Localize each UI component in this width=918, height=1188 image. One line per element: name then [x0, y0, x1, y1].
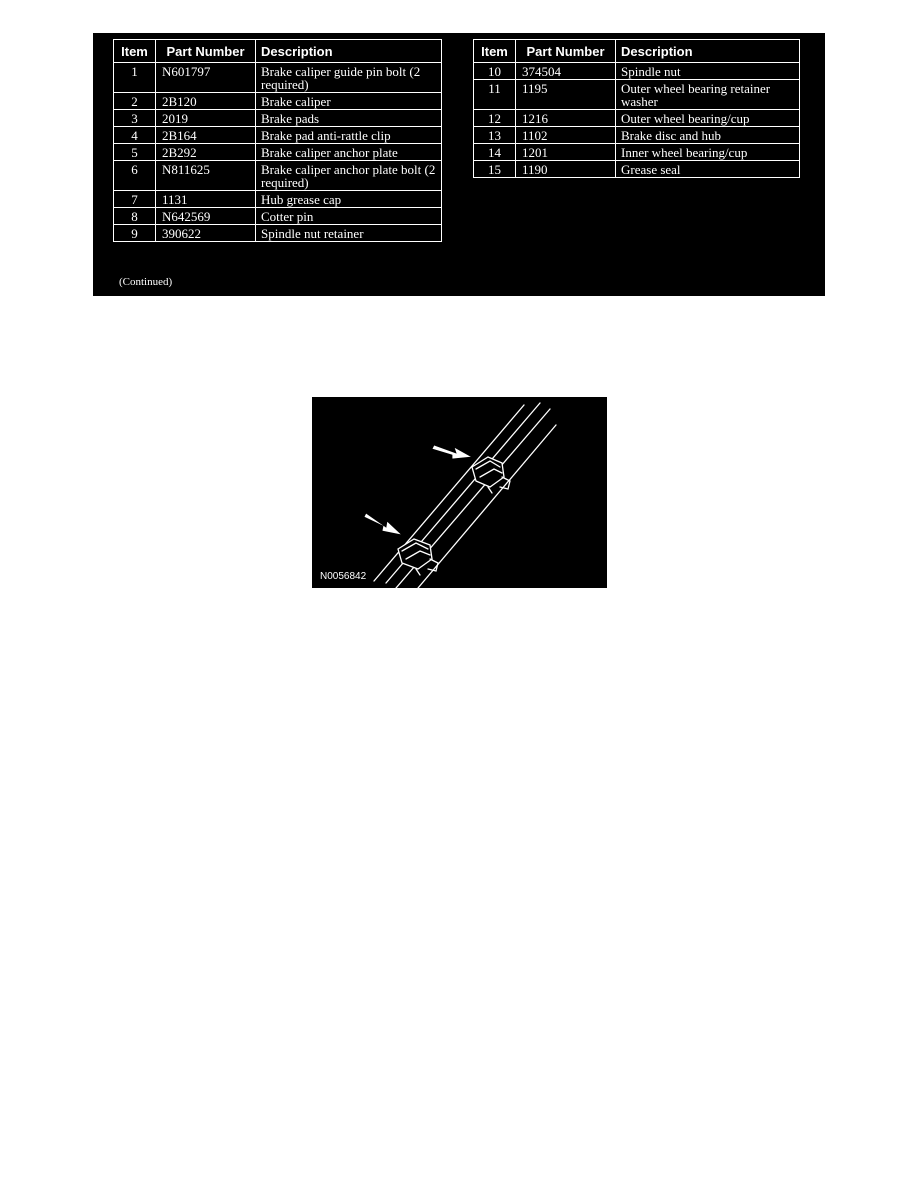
arrow-icon [363, 512, 404, 536]
part-number-cell: N811625 [155, 160, 256, 191]
item-cell: 5 [113, 143, 156, 161]
description-cell: Brake caliper [255, 92, 442, 110]
table-header-row: Item Part Number Description [473, 39, 800, 63]
part-number-cell: 1102 [515, 126, 616, 144]
part-number-cell: N642569 [155, 207, 256, 225]
brake-line-illustration [363, 402, 557, 588]
brake-line-clip-figure: N0056842 [312, 397, 607, 588]
part-number-cell: 390622 [155, 224, 256, 242]
part-number-cell: 1195 [515, 79, 616, 110]
description-cell: Brake pad anti-rattle clip [255, 126, 442, 144]
description-cell: Cotter pin [255, 207, 442, 225]
item-cell: 4 [113, 126, 156, 144]
description-cell: Outer wheel bearing retainer washer [615, 79, 800, 110]
description-cell: Brake caliper guide pin bolt (2 required… [255, 62, 442, 93]
item-cell: 2 [113, 92, 156, 110]
item-cell: 1 [113, 62, 156, 93]
description-cell: Outer wheel bearing/cup [615, 109, 800, 127]
item-cell: 14 [473, 143, 516, 161]
part-number-cell: 1216 [515, 109, 616, 127]
brake-tube-line [417, 424, 557, 588]
description-cell: Spindle nut retainer [255, 224, 442, 242]
item-cell: 3 [113, 109, 156, 127]
description-cell: Brake disc and hub [615, 126, 800, 144]
column-header-part-number: Part Number [515, 39, 616, 63]
part-number-cell: 2019 [155, 109, 256, 127]
description-cell: Grease seal [615, 160, 800, 178]
item-cell: 12 [473, 109, 516, 127]
description-cell: Hub grease cap [255, 190, 442, 208]
item-cell: 13 [473, 126, 516, 144]
upper-clip [471, 456, 511, 494]
column-header-item: Item [113, 39, 156, 63]
part-number-cell: 1131 [155, 190, 256, 208]
column-header-description: Description [615, 39, 800, 63]
description-cell: Brake pads [255, 109, 442, 127]
part-number-cell: 2B292 [155, 143, 256, 161]
part-number-cell: 374504 [515, 62, 616, 80]
brake-tube-line [373, 404, 525, 582]
item-cell: 8 [113, 207, 156, 225]
column-header-item: Item [473, 39, 516, 63]
continued-note: (Continued) [119, 276, 173, 288]
item-cell: 7 [113, 190, 156, 208]
item-cell: 11 [473, 79, 516, 110]
part-number-cell: 2B164 [155, 126, 256, 144]
figure-id-label: N0056842 [320, 571, 367, 582]
table-header-row: Item Part Number Description [113, 39, 442, 63]
part-number-cell: 1201 [515, 143, 616, 161]
description-cell: Brake caliper anchor plate [255, 143, 442, 161]
description-cell: Spindle nut [615, 62, 800, 80]
item-cell: 10 [473, 62, 516, 80]
part-number-cell: N601797 [155, 62, 256, 93]
item-cell: 15 [473, 160, 516, 178]
part-number-cell: 2B120 [155, 92, 256, 110]
part-number-cell: 1190 [515, 160, 616, 178]
description-cell: Inner wheel bearing/cup [615, 143, 800, 161]
column-header-description: Description [255, 39, 442, 63]
column-header-part-number: Part Number [155, 39, 256, 63]
description-cell: Brake caliper anchor plate bolt (2 requi… [255, 160, 442, 191]
lower-clip [397, 538, 439, 576]
item-cell: 6 [113, 160, 156, 191]
item-cell: 9 [113, 224, 156, 242]
arrow-icon [431, 444, 474, 460]
